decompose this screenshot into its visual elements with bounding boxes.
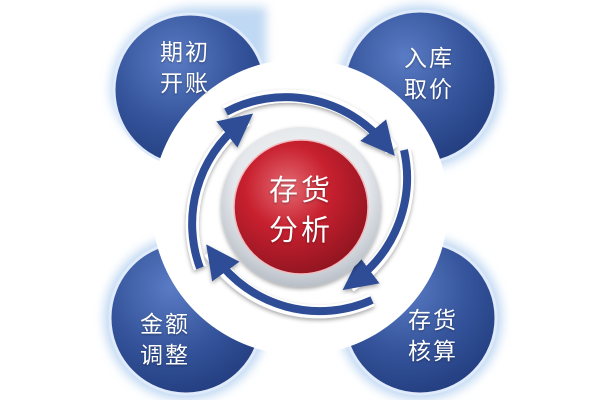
petal-bottom-right-line2: 核算 bbox=[408, 339, 458, 365]
petal-top-right-line1: 入库 bbox=[404, 46, 454, 72]
petal-top-right-line2: 取价 bbox=[404, 77, 454, 103]
petal-top-right-label: 入库 取价 bbox=[384, 44, 474, 106]
center-line1: 存货 bbox=[268, 173, 333, 207]
arrow-bottom-left-body bbox=[206, 244, 374, 316]
arrow-top-left-body bbox=[188, 113, 254, 270]
petal-top-left-line2: 开账 bbox=[160, 71, 210, 97]
petal-bottom-right-label: 存货 核算 bbox=[388, 306, 478, 368]
petal-bottom-left-line1: 金额 bbox=[140, 312, 190, 338]
arrow-bottom-right-body bbox=[342, 149, 412, 291]
petal-bottom-left-line2: 调整 bbox=[140, 343, 190, 369]
arrow-top-right-body bbox=[224, 93, 395, 156]
petal-top-left-line1: 期初 bbox=[160, 40, 210, 66]
petal-top-left-label: 期初 开账 bbox=[140, 38, 230, 100]
center-line2: 分析 bbox=[268, 213, 333, 247]
petal-bottom-left-label: 金额 调整 bbox=[120, 310, 210, 372]
center-disc bbox=[233, 139, 369, 275]
center-label: 存货 分析 bbox=[246, 170, 356, 250]
petal-bottom-right-line1: 存货 bbox=[408, 308, 458, 334]
cycle-arrows bbox=[185, 89, 414, 319]
